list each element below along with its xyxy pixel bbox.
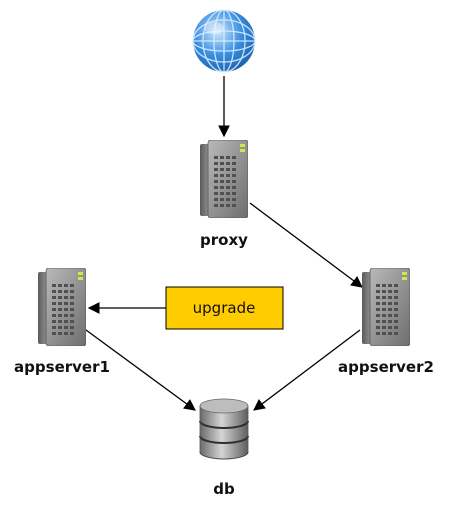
node-db: db — [199, 398, 249, 498]
edge-proxy-to-appserver2 — [249, 202, 363, 288]
globe-icon — [192, 9, 256, 73]
server-icon — [200, 140, 248, 218]
node-label-proxy: proxy — [200, 231, 248, 249]
edge-appserver2-to-db — [253, 329, 361, 411]
node-label-appserver1: appserver1 — [14, 358, 110, 376]
node-appserver2: appserver2 — [338, 268, 434, 376]
node-appserver1: appserver1 — [14, 268, 110, 376]
edges — [85, 76, 363, 411]
node-proxy: proxy — [200, 140, 248, 249]
note-label-upgrade: upgrade — [193, 299, 256, 317]
server-icon — [362, 268, 410, 346]
node-label-appserver2: appserver2 — [338, 358, 434, 376]
note-upgrade: upgrade — [165, 286, 284, 330]
database-icon — [199, 398, 249, 460]
node-internet — [192, 9, 256, 73]
note-box — [165, 286, 284, 330]
node-label-db: db — [213, 480, 235, 498]
server-icon — [38, 268, 86, 346]
edge-appserver1-to-db — [85, 329, 196, 411]
